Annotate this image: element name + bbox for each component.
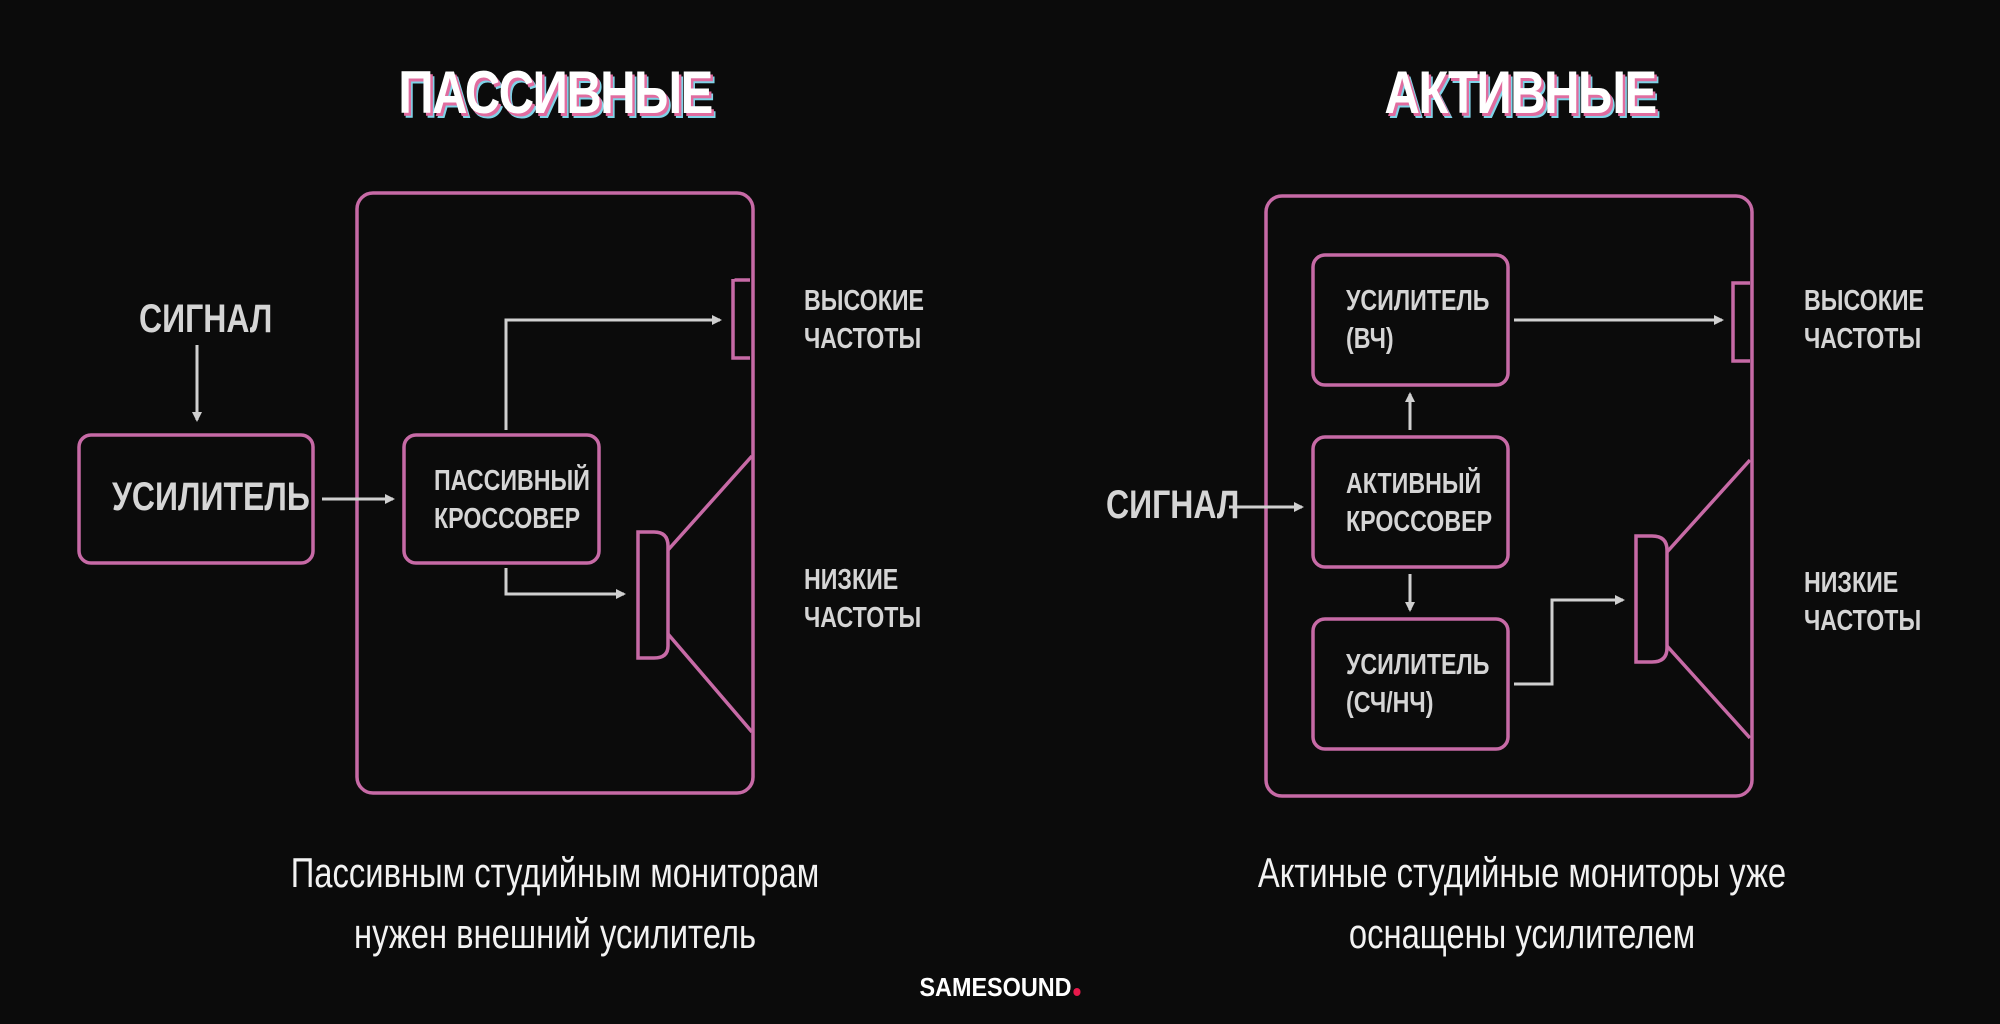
caption-active-line2: оснащены усилителем xyxy=(1348,910,1696,957)
amp-hf-line2: (ВЧ) xyxy=(1346,323,1394,355)
active-crossover-label: АКТИВНЫЙ КРОССОВЕР xyxy=(1346,465,1492,541)
amplifier-label: УСИЛИТЕЛЬ xyxy=(112,475,310,519)
woofer-left-magnet xyxy=(636,530,670,660)
low-freq-right-line2: ЧАСТОТЫ xyxy=(1804,605,1922,637)
amp-hf-label: УСИЛИТЕЛЬ (ВЧ) xyxy=(1346,282,1489,358)
low-freq-label-right: НИЗКИЕ ЧАСТОТЫ xyxy=(1804,564,1921,640)
amp-lf-line1: УСИЛИТЕЛЬ xyxy=(1346,649,1490,681)
high-freq-label-right: ВЫСОКИЕ ЧАСТОТЫ xyxy=(1804,282,1924,358)
high-freq-left-line2: ЧАСТОТЫ xyxy=(804,323,922,355)
low-freq-left-line2: ЧАСТОТЫ xyxy=(804,602,922,634)
high-freq-left-line1: ВЫСОКИЕ xyxy=(804,285,924,317)
active-crossover-line1: АКТИВНЫЙ xyxy=(1346,468,1482,500)
title-active: АКТИВНЫЕ xyxy=(1384,59,1657,126)
external-amplifier-box xyxy=(77,433,315,565)
caption-passive: Пассивным студийным мониторам нужен внеш… xyxy=(291,842,819,964)
logo-dot xyxy=(1073,988,1081,996)
title-passive: ПАССИВНЫЕ xyxy=(398,59,713,126)
tweeter-right xyxy=(1731,281,1750,363)
caption-active: Актиные студийные мониторы уже оснащены … xyxy=(1258,842,1786,964)
samesound-logo: SAMESOUND xyxy=(919,972,1081,1003)
low-freq-label-left: НИЗКИЕ ЧАСТОТЫ xyxy=(804,561,921,637)
woofer-right-magnet xyxy=(1634,534,1669,664)
caption-passive-line1: Пассивным студийным мониторам xyxy=(290,849,820,896)
amp-hf-line1: УСИЛИТЕЛЬ xyxy=(1346,285,1490,317)
active-enclosure xyxy=(1264,194,1754,798)
arrow-crossover-to-tweeter xyxy=(504,315,722,430)
arrow-amp-lf-to-woofer xyxy=(1514,595,1625,686)
amp-hf-box xyxy=(1311,253,1510,387)
arrow-crossover-to-woofer xyxy=(504,568,626,599)
passive-crossover-line1: ПАССИВНЫЙ xyxy=(434,465,590,497)
amp-lf-box xyxy=(1311,617,1510,751)
signal-label-right: СИГНАЛ xyxy=(1106,483,1240,527)
low-freq-right-line1: НИЗКИЕ xyxy=(1804,567,1899,599)
caption-active-line1: Актиные студийные мониторы уже xyxy=(1257,849,1787,896)
high-freq-right-line1: ВЫСОКИЕ xyxy=(1804,285,1924,317)
active-crossover-box xyxy=(1311,435,1510,569)
tweeter-left xyxy=(731,278,750,360)
caption-passive-line2: нужен внешний усилитель xyxy=(353,910,757,957)
low-freq-left-line1: НИЗКИЕ xyxy=(804,564,899,596)
active-crossover-line2: КРОССОВЕР xyxy=(1346,506,1493,538)
high-freq-label-left: ВЫСОКИЕ ЧАСТОТЫ xyxy=(804,282,924,358)
woofer-right-cone xyxy=(1665,458,1752,740)
passive-enclosure xyxy=(355,191,755,795)
amp-lf-label: УСИЛИТЕЛЬ (СЧ/НЧ) xyxy=(1346,646,1489,722)
signal-label-left: СИГНАЛ xyxy=(139,297,273,341)
logo-text: SAMESOUND xyxy=(919,972,1072,1002)
passive-crossover-line2: КРОССОВЕР xyxy=(434,503,581,535)
amp-lf-line2: (СЧ/НЧ) xyxy=(1346,687,1434,719)
passive-crossover-box xyxy=(402,433,601,565)
passive-crossover-label: ПАССИВНЫЙ КРОССОВЕР xyxy=(434,462,590,538)
woofer-left-cone xyxy=(666,454,754,734)
high-freq-right-line2: ЧАСТОТЫ xyxy=(1804,323,1922,355)
